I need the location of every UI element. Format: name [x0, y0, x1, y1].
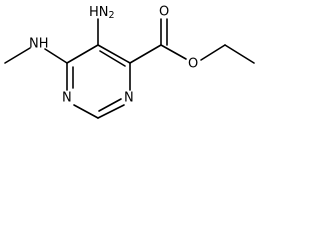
bond-methyl-nh — [4, 47, 31, 64]
atom-nh-methylamino: NH — [29, 37, 49, 52]
atom-ring-n-bottom: N — [62, 91, 72, 106]
bond-c2-n1 — [73, 104, 99, 119]
bond-c5-c4-double — [99, 50, 126, 67]
atom-carbonyl-oxygen: O — [159, 5, 169, 20]
atom-ether-oxygen: O — [188, 57, 198, 72]
bond-c5-c4 — [97, 44, 131, 64]
atom-nh2-amino: HN2 — [89, 5, 115, 21]
atom-ring-n-right: N — [124, 91, 134, 106]
ethyl-5-amino-6-methylamino-pyrimidine-4-carboxylate-structure: NH HN2 N N O O — [4, 5, 255, 119]
bond-oether-ch2 — [200, 44, 226, 61]
bond-c4-ccarbonyl — [129, 44, 162, 64]
bond-n3-c2 — [97, 104, 125, 119]
bond-n3-c2-double — [98, 98, 122, 112]
bond-c6-c5 — [66, 44, 99, 64]
bond-ccarbonyl-oether — [160, 44, 187, 60]
bond-nh-c6 — [44, 48, 68, 64]
bond-ch2-ch3 — [224, 44, 255, 64]
